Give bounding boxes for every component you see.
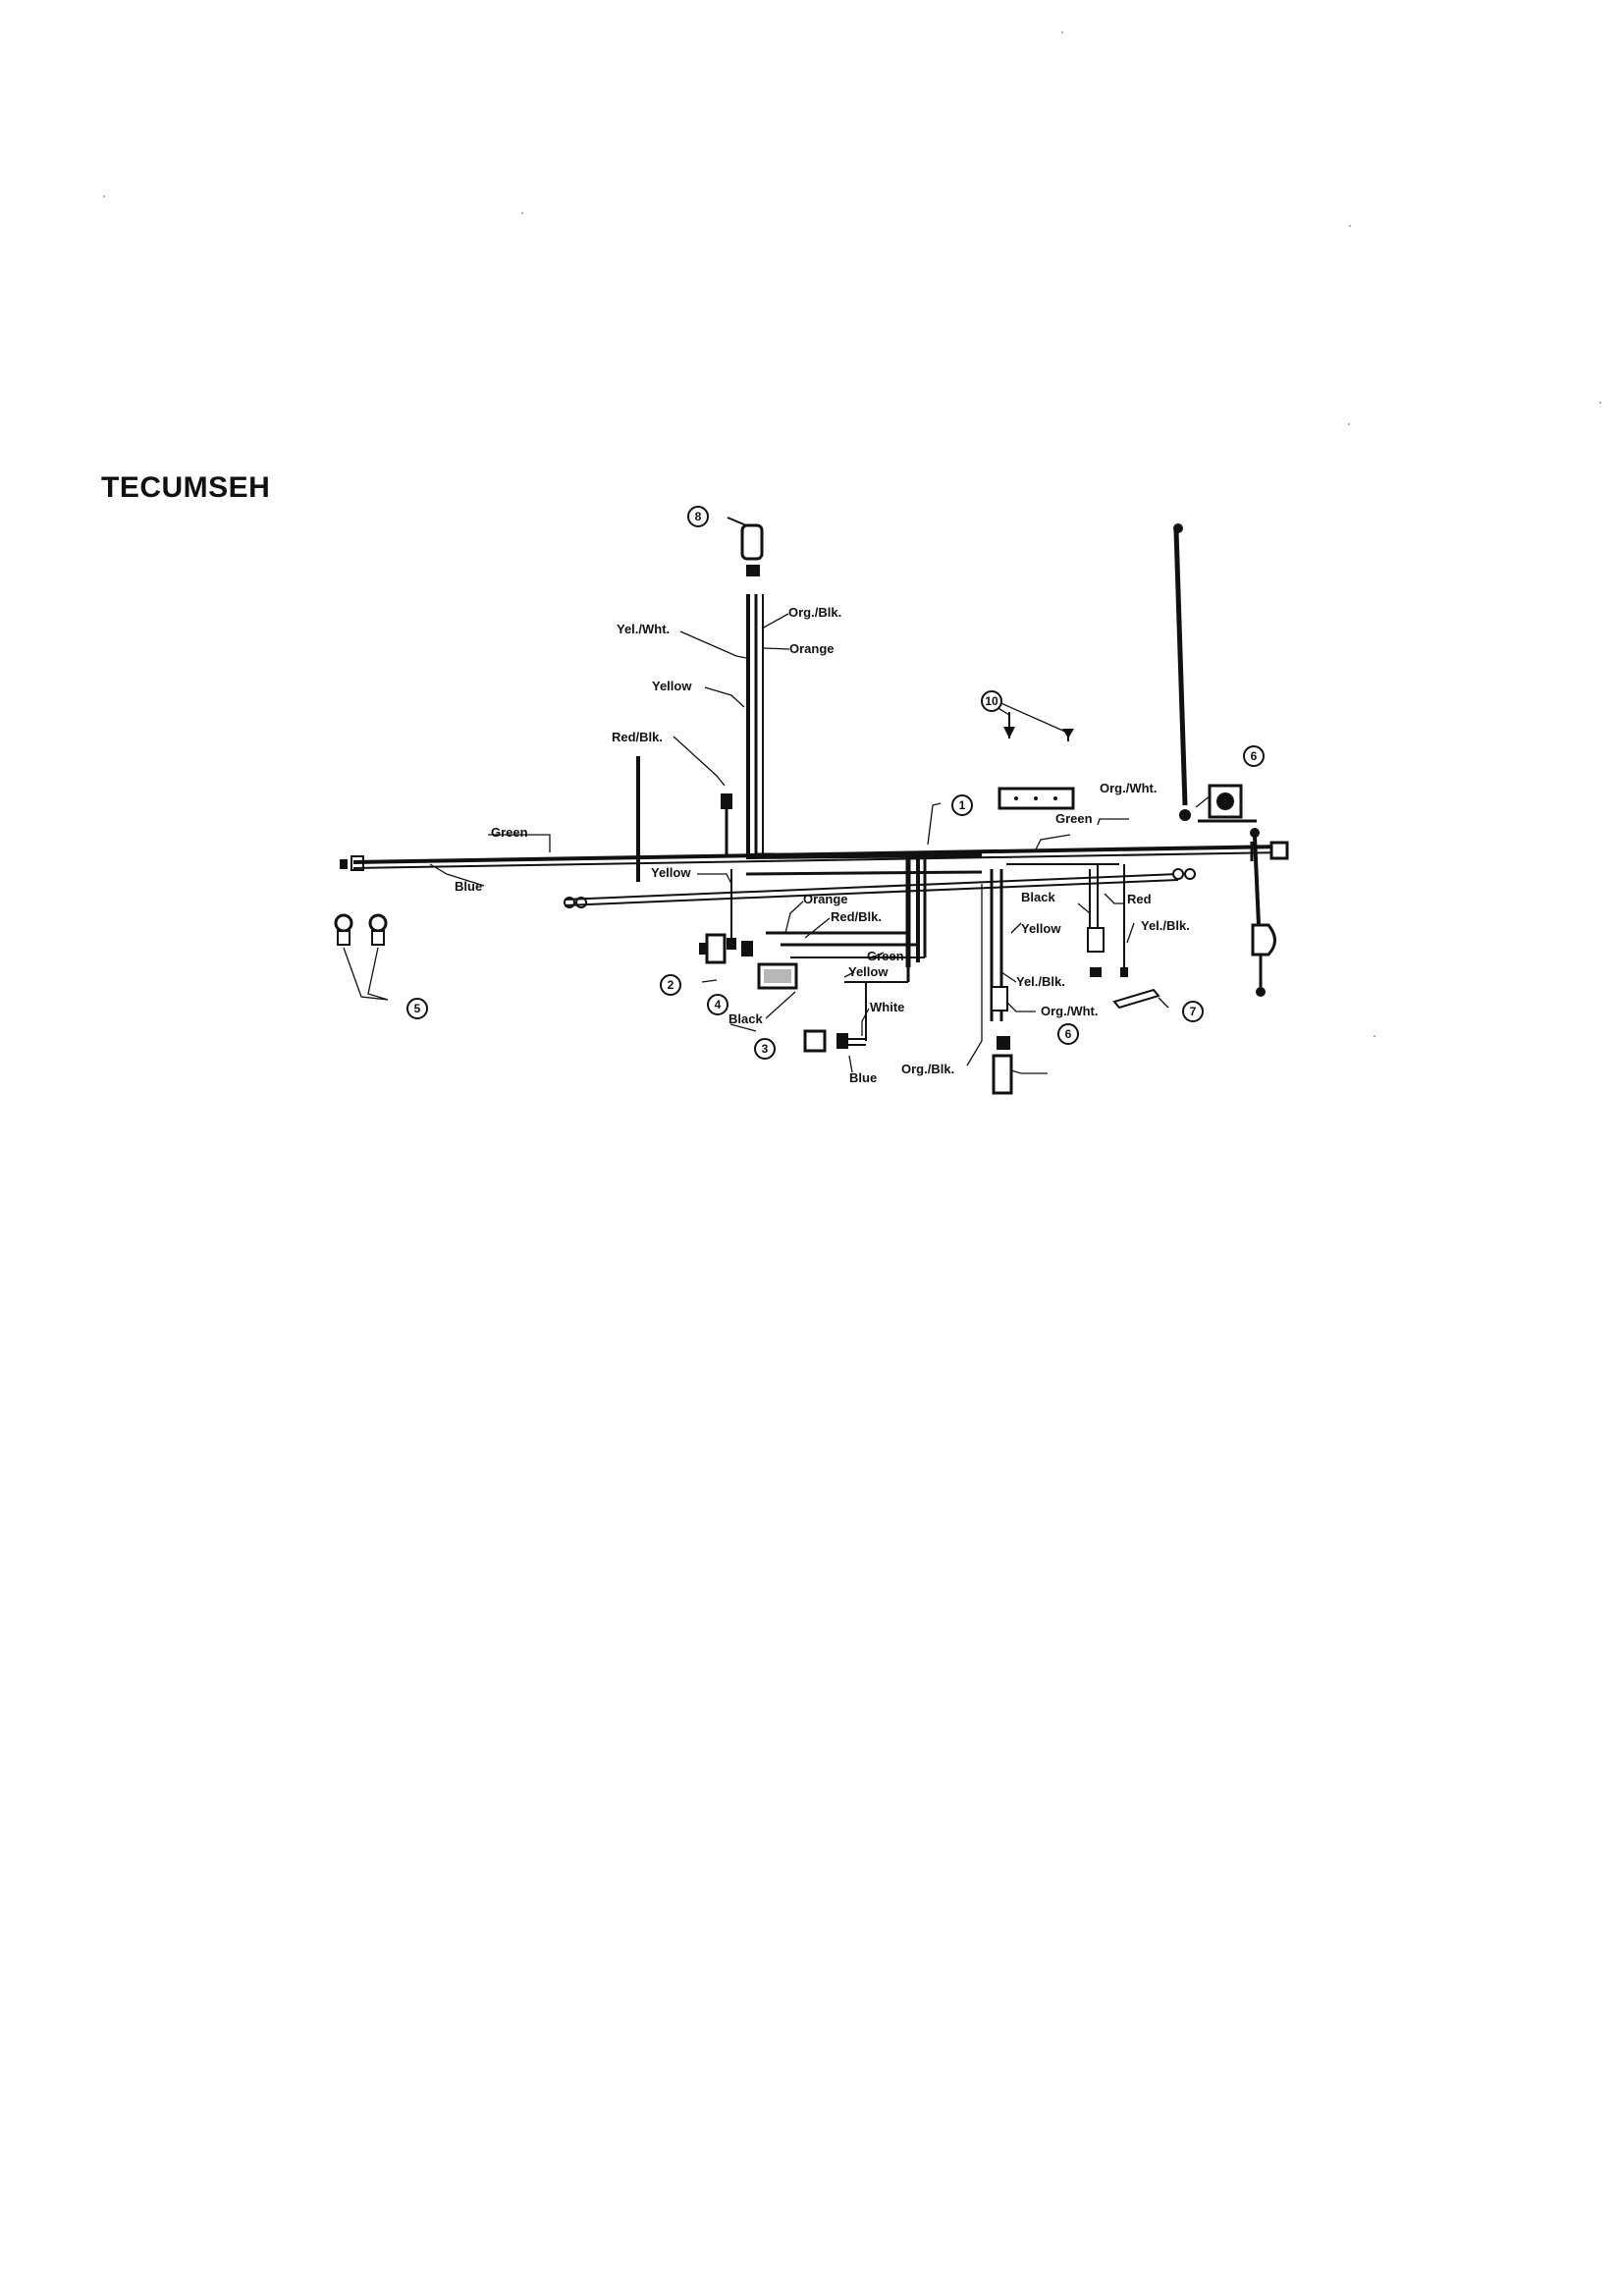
callout-7: 7	[1182, 1001, 1204, 1022]
connector-component-3	[803, 1029, 866, 1053]
svg-text:5: 5	[414, 1002, 421, 1015]
svg-text:8: 8	[695, 510, 702, 523]
leader-lines	[343, 613, 1212, 1074]
label-yellow-top: Yellow	[652, 679, 692, 693]
callout-3: 3	[754, 1038, 776, 1060]
wire-labels: Yel./Wht. Org./Blk. Orange Yellow Red/Bl…	[455, 605, 1190, 1085]
label-white: White	[870, 1000, 904, 1014]
label-green-right: Green	[1055, 811, 1093, 826]
black-red-leads	[1087, 864, 1128, 977]
right-hook-connector	[1250, 828, 1276, 997]
top-plug	[727, 517, 764, 576]
label-yel-blk-mid: Yel./Blk.	[1016, 974, 1065, 989]
callout-6-top: 6	[1243, 745, 1265, 767]
center-bundle	[766, 854, 927, 1041]
callout-1: 1	[951, 794, 973, 816]
label-black-right: Black	[1021, 890, 1055, 904]
right-top-rod	[1173, 523, 1191, 821]
callout-5: 5	[406, 998, 428, 1019]
label-yel-wht-top: Yel./Wht.	[617, 622, 670, 636]
callouts: 8 10 6 1 2 4 5 7	[406, 506, 1265, 1060]
callout-8: 8	[687, 506, 709, 527]
scan-specks	[103, 31, 1601, 1037]
callout-10: 10	[981, 690, 1002, 712]
callout-2: 2	[660, 974, 681, 996]
svg-text:10: 10	[985, 694, 998, 708]
svg-text:4: 4	[715, 998, 722, 1011]
screws-component-10	[1003, 712, 1074, 741]
label-blue-left: Blue	[455, 879, 482, 894]
callout-6-bottom: 6	[1057, 1023, 1079, 1045]
key-component-7	[1112, 988, 1160, 1010]
label-yellow-mid: Yellow	[651, 865, 691, 880]
right-connector	[1172, 841, 1289, 880]
svg-text:2: 2	[668, 978, 674, 992]
label-green-mid: Green	[867, 949, 904, 963]
main-harness	[352, 845, 1287, 906]
label-yellow-right: Yellow	[1021, 921, 1061, 936]
label-orange-top: Orange	[789, 641, 835, 656]
left-connector-lower	[564, 897, 587, 908]
page-heading: TECUMSEH	[101, 471, 271, 504]
svg-text:6: 6	[1251, 749, 1258, 763]
svg-text:1: 1	[959, 798, 966, 812]
label-org-blk-bottom: Org./Blk.	[901, 1062, 954, 1076]
label-yellow-mid2: Yellow	[848, 964, 889, 979]
label-org-blk-top: Org./Blk.	[788, 605, 841, 620]
bracket	[998, 787, 1075, 810]
yellow-drop-lead	[727, 869, 736, 950]
label-blue-bottom: Blue	[849, 1070, 877, 1085]
label-org-wht-right: Org./Wht.	[1100, 781, 1158, 795]
sensor-component-6a	[1198, 784, 1257, 823]
label-org-wht-bottom: Org./Wht.	[1041, 1004, 1099, 1018]
svg-text:3: 3	[762, 1042, 769, 1056]
label-orange-mid: Orange	[803, 892, 848, 906]
label-yel-blk-right: Yel./Blk.	[1141, 918, 1190, 933]
vertical-harness-top	[746, 594, 776, 856]
callout-4: 4	[707, 994, 728, 1015]
box-component-4	[757, 962, 798, 990]
right-center-drop	[990, 863, 1119, 1095]
left-connector-green-blue	[340, 855, 364, 871]
label-green-left: Green	[491, 825, 528, 840]
label-red-blk: Red/Blk.	[612, 730, 663, 744]
red-blk-lead	[721, 793, 732, 854]
svg-text:6: 6	[1065, 1027, 1072, 1041]
svg-text:7: 7	[1190, 1005, 1197, 1018]
label-red-blk-mid: Red/Blk.	[831, 909, 882, 924]
label-red-right: Red	[1127, 892, 1152, 906]
switch-component-2	[699, 933, 753, 964]
label-black-mid: Black	[728, 1011, 763, 1026]
bulbs-component-5	[334, 913, 388, 946]
